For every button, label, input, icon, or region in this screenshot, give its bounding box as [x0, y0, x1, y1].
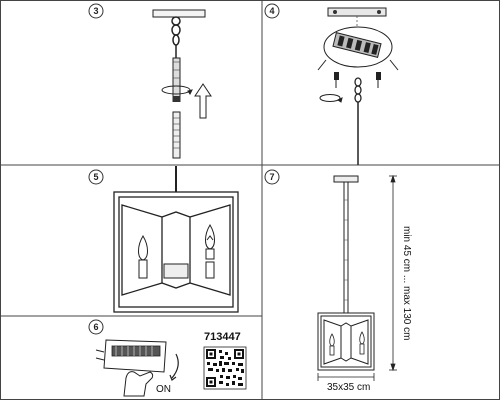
step-number-4: 4	[264, 3, 280, 19]
small-bulbs	[329, 331, 365, 356]
qr-code-icon	[203, 346, 247, 390]
width-label: 35x35 cm	[327, 382, 370, 393]
screw-icon	[333, 10, 381, 14]
rod-connector	[172, 96, 181, 102]
switch-on-label: ON	[156, 384, 171, 395]
panel-step-4: 4	[264, 3, 399, 165]
panel-step-3: 3	[88, 3, 212, 159]
ceiling-canopy-7	[333, 175, 359, 183]
step-number-7: 7	[264, 169, 280, 185]
svg-text:4: 4	[269, 6, 274, 16]
panel-step-7: 7	[264, 169, 412, 393]
ceiling-canopy	[152, 9, 206, 18]
chain-links	[354, 77, 362, 103]
rod-lower	[172, 111, 181, 159]
svg-text:5: 5	[93, 172, 98, 182]
plugs	[334, 72, 381, 88]
up-arrow-icon	[194, 83, 212, 119]
svg-text:7: 7	[269, 172, 274, 182]
hook-chain	[171, 16, 181, 46]
switch-unit	[95, 339, 167, 373]
svg-text:3: 3	[93, 6, 98, 16]
terminal-block-zoom	[317, 26, 399, 71]
rotate-arrow-icon	[161, 85, 193, 95]
bulb-left	[138, 235, 148, 279]
width-dimension	[317, 373, 375, 381]
bulb-right	[205, 224, 215, 279]
center-hub	[163, 263, 189, 279]
step-number-5: 5	[88, 169, 104, 185]
curved-arrow-icon	[169, 353, 179, 381]
suspension-rod	[343, 182, 349, 313]
step-number-6: 6	[88, 319, 104, 335]
height-dimension	[389, 174, 397, 372]
lamp-small	[317, 312, 375, 371]
svg-text:6: 6	[93, 322, 98, 332]
panel-step-5: 5	[88, 166, 239, 313]
product-code: 713447	[204, 331, 241, 343]
rotate-arrow-icon-2	[319, 94, 343, 103]
hand-icon	[123, 371, 154, 397]
panel-step-6: 6 ON 713447	[88, 319, 247, 397]
step-number-3: 3	[88, 3, 104, 19]
lamp-frame	[113, 191, 239, 313]
height-label: min 45 cm ... max 130 cm	[401, 226, 412, 340]
